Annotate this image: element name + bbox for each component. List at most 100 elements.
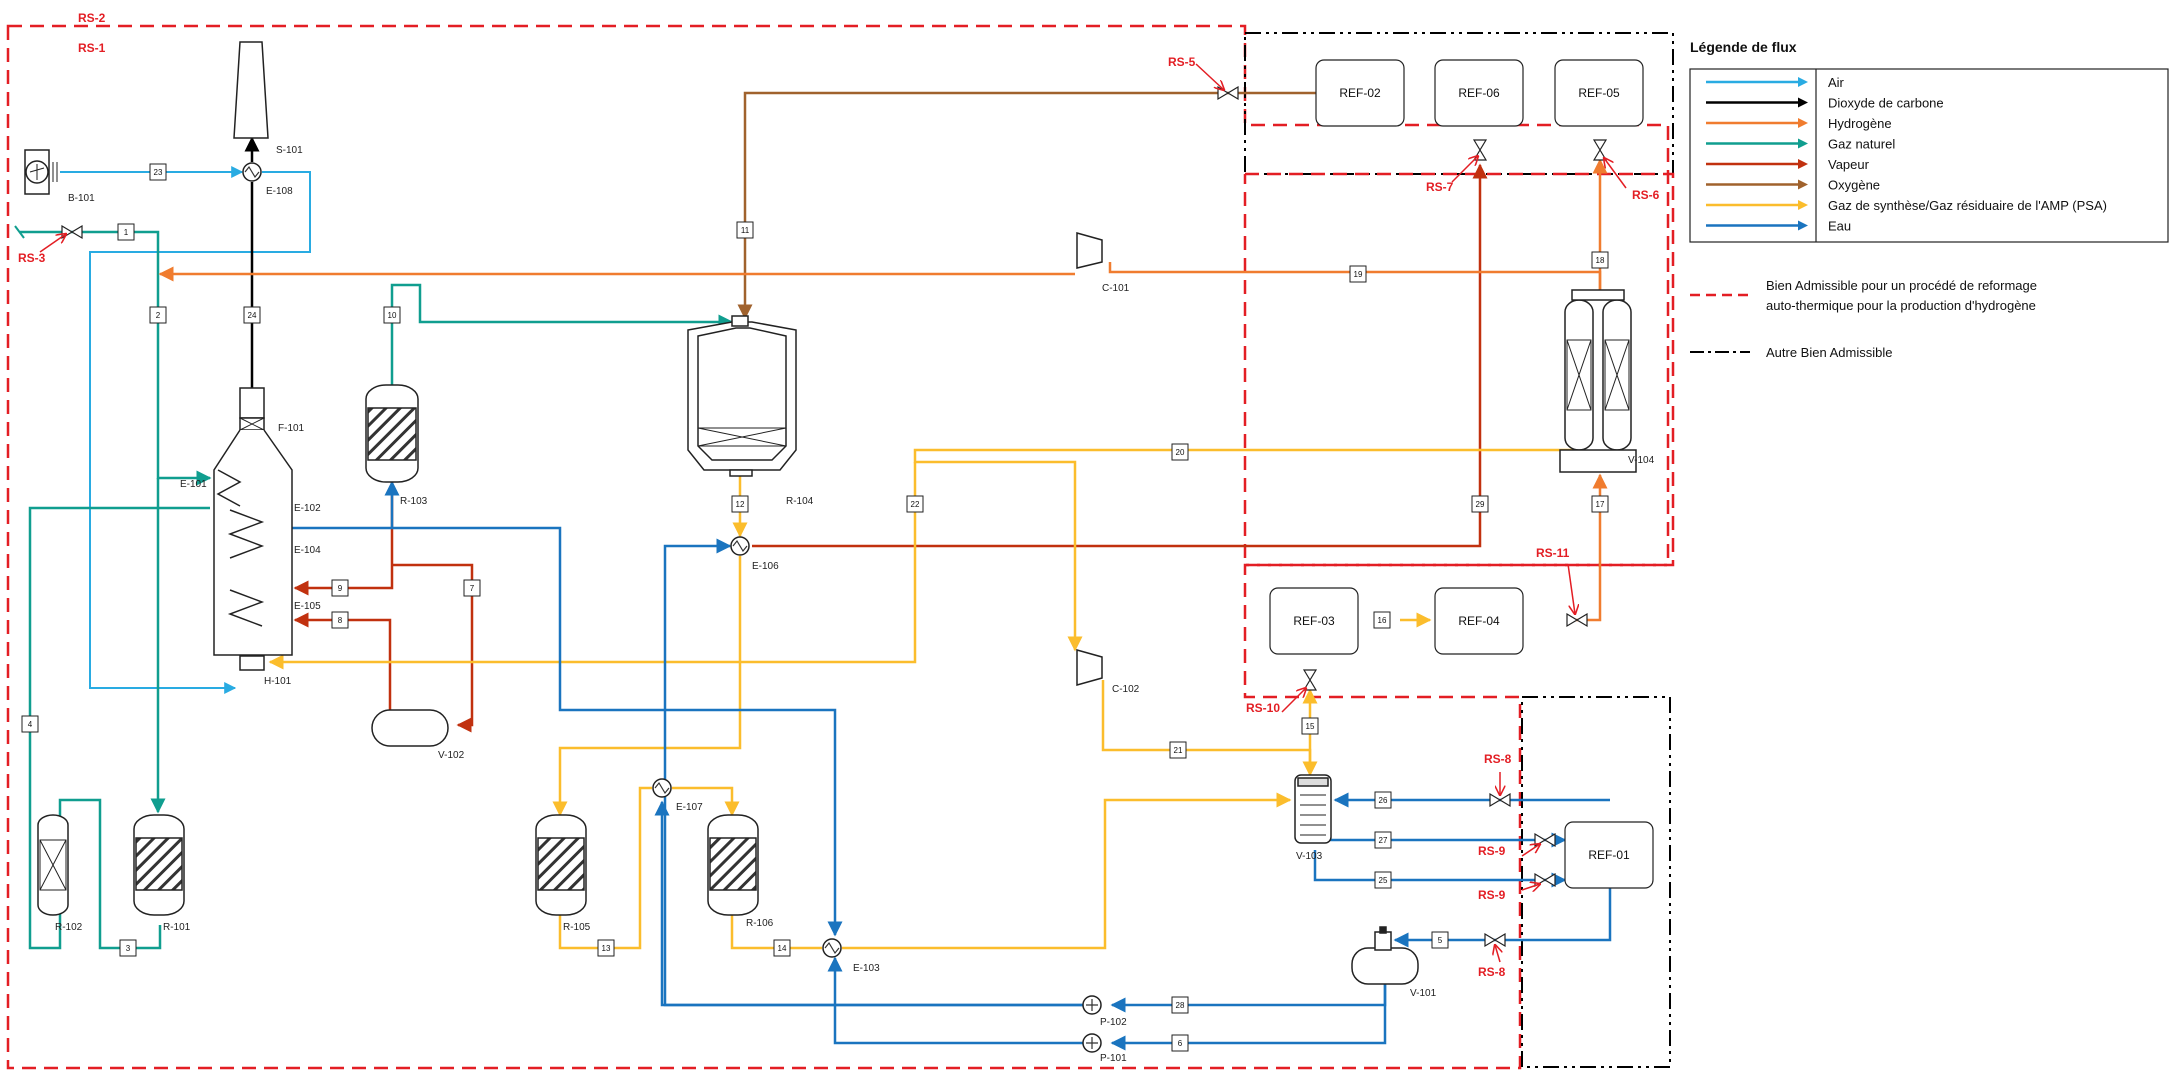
sg-stream-to-r105 <box>552 556 742 817</box>
svg-text:28: 28 <box>1176 1001 1185 1010</box>
ng-stream-10 <box>390 283 734 385</box>
steam-stream-29 <box>752 163 1488 548</box>
svg-text:1: 1 <box>124 228 129 237</box>
label-h101: H-101 <box>264 676 292 687</box>
label-v104: V-104 <box>1628 455 1655 466</box>
sg-stream-14 <box>730 915 822 950</box>
svg-text:17: 17 <box>1596 500 1605 509</box>
stream-tag-28: 28 <box>1171 996 1189 1014</box>
svg-text:24: 24 <box>248 311 257 320</box>
stream-tag-11: 11 <box>736 221 754 239</box>
reactor-r104 <box>687 315 797 477</box>
reactor-r103 <box>365 384 419 483</box>
legend-arrow-4 <box>1798 159 1808 169</box>
equipment <box>24 41 1637 1053</box>
ref02-label: REF-02 <box>1339 86 1381 100</box>
legend-bien-line2: auto-thermique pour la production d'hydr… <box>1766 298 2036 313</box>
exchanger-symbols <box>244 165 1098 1049</box>
svg-text:10: 10 <box>388 311 397 320</box>
ref03-label: REF-03 <box>1293 614 1335 628</box>
ng-stream-4 <box>28 506 210 950</box>
legend-arrow-0 <box>1798 77 1808 87</box>
stream-tag-2: 2 <box>149 306 167 324</box>
svg-text:5: 5 <box>1438 936 1443 945</box>
reactor-r105 <box>535 814 587 916</box>
valve-rs7 <box>1472 139 1488 161</box>
svg-text:16: 16 <box>1378 616 1387 625</box>
valve-rs8a <box>1489 792 1511 808</box>
legend-arrow-2 <box>1798 118 1808 128</box>
rs11-label: RS-11 <box>1536 546 1570 560</box>
stream-tag-17: 17 <box>1591 495 1609 513</box>
stream-tag-23: 23 <box>149 163 167 181</box>
steam-stream-8 <box>293 612 392 712</box>
ref-labels: REF-02 REF-06 REF-05 REF-03 REF-04 REF-0… <box>1293 86 1630 862</box>
ref-box-02 <box>1315 59 1405 127</box>
legend-title: Légende de flux <box>1690 39 1797 55</box>
legend-label-3: Gaz naturel <box>1828 137 1895 152</box>
stream-tag-3: 3 <box>119 939 137 957</box>
rs10-label: RS-10 <box>1246 701 1280 715</box>
legend-autre-bien: Autre Bien Admissible <box>1766 345 1892 360</box>
svg-text:2: 2 <box>156 311 161 320</box>
rs9a-label: RS-9 <box>1478 844 1506 858</box>
rs-pointers <box>39 63 1627 963</box>
legend-label-2: Hydrogène <box>1828 116 1892 131</box>
water-stream-28 <box>1110 970 1387 1013</box>
stream-tag-25: 25 <box>1374 871 1392 889</box>
label-r105: R-105 <box>563 922 591 933</box>
legend-label-5: Oxygène <box>1828 178 1880 193</box>
ref04-label: REF-04 <box>1458 614 1500 628</box>
ref01-label: REF-01 <box>1588 848 1630 862</box>
svg-text:18: 18 <box>1596 256 1605 265</box>
legend-arrow-6 <box>1798 200 1808 210</box>
blower-b101 <box>24 149 58 195</box>
rs7-label: RS-7 <box>1426 180 1454 194</box>
stream-tags: 23 1 2 24 10 11 19 18 20 12 22 29 17 9 7… <box>21 163 1609 1052</box>
label-e108: E-108 <box>266 186 293 197</box>
stream-tag-10: 10 <box>383 306 401 324</box>
stream-tag-18: 18 <box>1591 251 1609 269</box>
label-e105: E-105 <box>294 601 321 612</box>
ref-box-05 <box>1554 59 1644 127</box>
vessel-v101 <box>1351 926 1419 985</box>
svg-text:4: 4 <box>28 720 33 729</box>
compressor-c101 <box>1076 232 1103 269</box>
legend-arrow-5 <box>1798 179 1808 190</box>
svg-text:19: 19 <box>1354 270 1363 279</box>
stream-tag-13: 13 <box>597 939 615 957</box>
compressor-c102 <box>1076 649 1103 686</box>
rs6-label: RS-6 <box>1632 188 1660 202</box>
reactor-r102 <box>37 814 69 916</box>
label-e101: E-101 <box>180 479 207 490</box>
valves <box>61 85 1608 948</box>
streams <box>20 91 1612 1051</box>
rs8b-label: RS-8 <box>1478 965 1506 979</box>
svg-text:8: 8 <box>338 616 343 625</box>
svg-text:27: 27 <box>1379 836 1388 845</box>
label-v103: V-103 <box>1296 851 1323 862</box>
water-stream-e106 <box>663 538 1092 1007</box>
rs8a-label: RS-8 <box>1484 752 1512 766</box>
label-r104: R-104 <box>786 496 814 507</box>
ref-box-04 <box>1434 587 1524 655</box>
legend-label-4: Vapeur <box>1828 157 1870 172</box>
svg-text:26: 26 <box>1379 796 1388 805</box>
stream-tag-6: 6 <box>1171 1034 1189 1052</box>
reactor-r101 <box>133 814 185 916</box>
stream-tag-4: 4 <box>21 715 39 733</box>
sg-stream-13 <box>558 786 652 950</box>
svg-text:6: 6 <box>1178 1039 1183 1048</box>
ng-stream-1 <box>20 230 160 248</box>
label-p101: P-101 <box>1100 1053 1127 1064</box>
ref06-label: REF-06 <box>1458 86 1500 100</box>
valve-rs10 <box>1302 669 1318 691</box>
stream-tag-12: 12 <box>731 495 749 513</box>
steam-stream-7 <box>392 563 474 733</box>
label-r103: R-103 <box>400 496 428 507</box>
stream-tag-19: 19 <box>1349 265 1367 283</box>
legend-label-0: Air <box>1828 75 1845 90</box>
water-stream-25 <box>1313 850 1567 888</box>
